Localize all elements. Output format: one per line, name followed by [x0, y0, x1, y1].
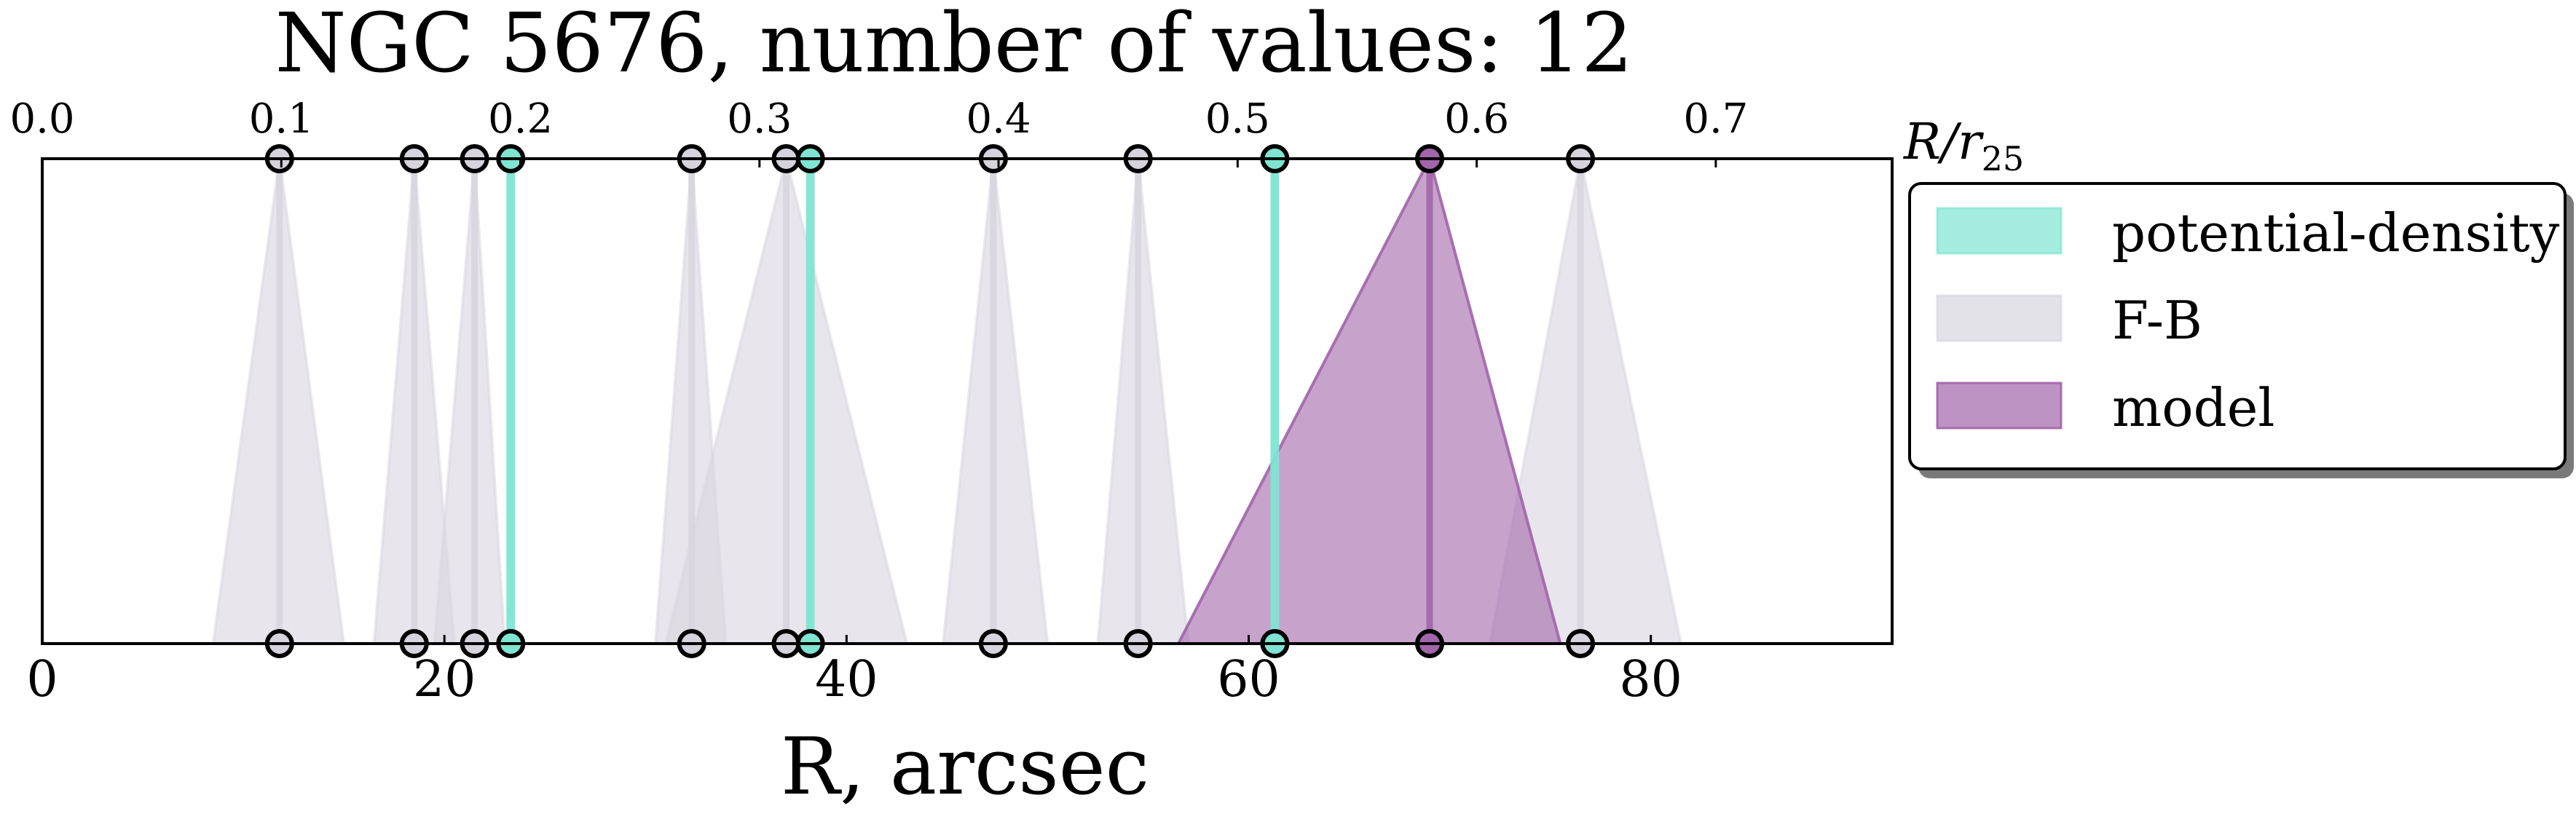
legend-swatch-model	[1936, 382, 2063, 430]
data-bands	[211, 154, 1683, 645]
plot-frame	[41, 157, 1894, 645]
x-tick-label-0: 0	[26, 651, 58, 708]
top-tick-label-3: 0.3	[727, 95, 792, 143]
x-tick-label-2: 40	[815, 651, 878, 708]
top-tick-label-0: 0.0	[9, 95, 74, 143]
top-tick-label-6: 0.6	[1444, 95, 1509, 143]
legend-swatch-fb	[1936, 294, 2063, 342]
top-axis-label: R/r25	[1902, 114, 2024, 178]
top-tick-label-1: 0.1	[249, 95, 314, 143]
f-b-band-6	[1096, 158, 1190, 645]
chart-title: NGC 5676, number of values: 12	[275, 0, 1634, 91]
x-tick-label-4: 80	[1619, 651, 1682, 708]
legend-label-model: model	[2112, 377, 2274, 438]
top-axis-ticks: 0.0 0.1 0.2 0.3 0.4 0.5 0.6 0.7	[9, 95, 1748, 167]
data-lines	[276, 159, 1584, 644]
legend-label-potential-density: potential-density	[2112, 202, 2560, 264]
top-axis-label-main: R/r	[1902, 114, 1984, 171]
x-tick-label-3: 60	[1217, 651, 1280, 708]
bottom-axis-ticks: 0 20 40 60 80	[26, 635, 1682, 708]
legend-swatch-potential-density	[1936, 207, 2063, 255]
legend-box	[1908, 182, 2567, 470]
top-tick-label-4: 0.4	[966, 95, 1031, 143]
top-tick-label-7: 0.7	[1683, 95, 1748, 143]
f-b-band-2	[433, 158, 507, 645]
x-axis-label: R, arcsec	[781, 722, 1149, 813]
x-axis-label-text: R, arcsec	[781, 722, 1149, 813]
top-tick-label-2: 0.2	[488, 95, 553, 143]
legend: potential-density F-B model	[1908, 182, 2574, 478]
x-tick-label-1: 20	[413, 651, 476, 708]
model-band-0	[1175, 154, 1563, 645]
top-axis-label-sub: 25	[1982, 139, 2025, 178]
top-tick-label-5: 0.5	[1205, 95, 1270, 143]
legend-label-fb: F-B	[2112, 290, 2202, 351]
